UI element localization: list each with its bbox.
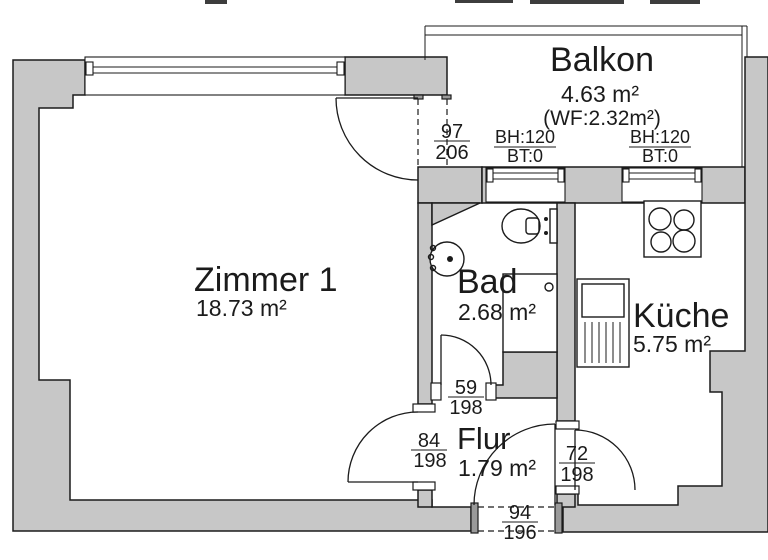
door-dim-zimmer1-height: 198 (413, 450, 446, 472)
bad-door-swing (440, 334, 492, 386)
room-label-balkon: Balkon (550, 41, 654, 79)
room-area-kueche: 5.75 m² (633, 331, 711, 357)
wall-balcony-corner-block (417, 166, 483, 204)
window-label-left: BH:120 BT:0 (494, 127, 556, 166)
wall-zimmer-bad (417, 202, 433, 405)
washbasin-icon (427, 241, 465, 277)
opening-dashes (417, 99, 555, 532)
cropped-text-fragments (205, 0, 700, 4)
door-dim-entrance-height: 196 (503, 522, 536, 544)
door-dim-entrance-width: 94 (509, 502, 531, 524)
wall-bad-chamfer (431, 202, 481, 227)
balcony-window-left (485, 167, 566, 203)
door-dim-entrance: 94 196 (502, 502, 538, 544)
door-dim-kueche-height: 198 (560, 464, 593, 486)
room-area-flur: 1.79 m² (458, 455, 536, 481)
room-label-bad: Bad (457, 263, 518, 301)
door-dimension-labels: 97 206 BH:120 BT:0 BH:120 BT:0 59 198 84… (411, 121, 691, 544)
balcony-window-right (621, 167, 703, 203)
room-labels: Zimmer 1 18.73 m² Balkon 4.63 m² (WF:2.3… (194, 41, 729, 481)
door-dim-balcony-width: 97 (441, 121, 463, 143)
kueche-door-swing (574, 429, 636, 491)
cooktop-icon (643, 200, 702, 258)
door-dim-bad-height: 198 (449, 397, 482, 419)
wall-right-bottom (562, 56, 768, 533)
room-label-kueche: Küche (633, 297, 729, 335)
zimmer1-door-swing (347, 411, 419, 483)
door-jambs (412, 94, 580, 534)
window-label-right-top: BH:120 (630, 127, 690, 147)
room-areanote-balkon: (WF:2.32m²) (543, 107, 661, 130)
door-swings (335, 97, 636, 506)
balcony-parapet (424, 25, 748, 167)
door-dim-zimmer1: 84 198 (411, 430, 447, 472)
room-label-flur: Flur (457, 421, 510, 456)
wall-bad-kueche (556, 202, 576, 422)
window-label-left-top: BH:120 (495, 127, 555, 147)
room-label-zimmer1: Zimmer 1 (194, 261, 338, 299)
window-label-right-bottom: BT:0 (642, 146, 678, 166)
room-area-zimmer1: 18.73 m² (196, 295, 287, 321)
door-dim-zimmer1-width: 84 (418, 430, 440, 452)
kitchen-unit-icon (576, 278, 630, 368)
window-label-left-bottom: BT:0 (507, 146, 543, 166)
wall-top-right-segment (344, 56, 448, 96)
wall-bad-bottom (487, 351, 558, 399)
room-area-balkon: 4.63 m² (561, 81, 639, 107)
door-dim-balcony: 97 206 (434, 121, 470, 164)
toilet-icon (501, 208, 558, 244)
door-dim-bad: 59 198 (448, 377, 484, 419)
balcony-door-swing (335, 97, 419, 181)
door-dim-bad-width: 59 (455, 377, 477, 399)
door-dim-kueche: 72 198 (559, 443, 595, 486)
window-label-right: BH:120 BT:0 (629, 127, 691, 166)
zimmer1-window (84, 56, 346, 96)
room-area-bad: 2.68 m² (458, 299, 536, 325)
door-dim-kueche-width: 72 (566, 443, 588, 465)
entrance-door-swing (473, 423, 556, 506)
wall-zimmer-flur-stub (417, 489, 433, 508)
shower-tray-icon (502, 273, 558, 353)
door-dim-balcony-height: 206 (435, 142, 468, 164)
